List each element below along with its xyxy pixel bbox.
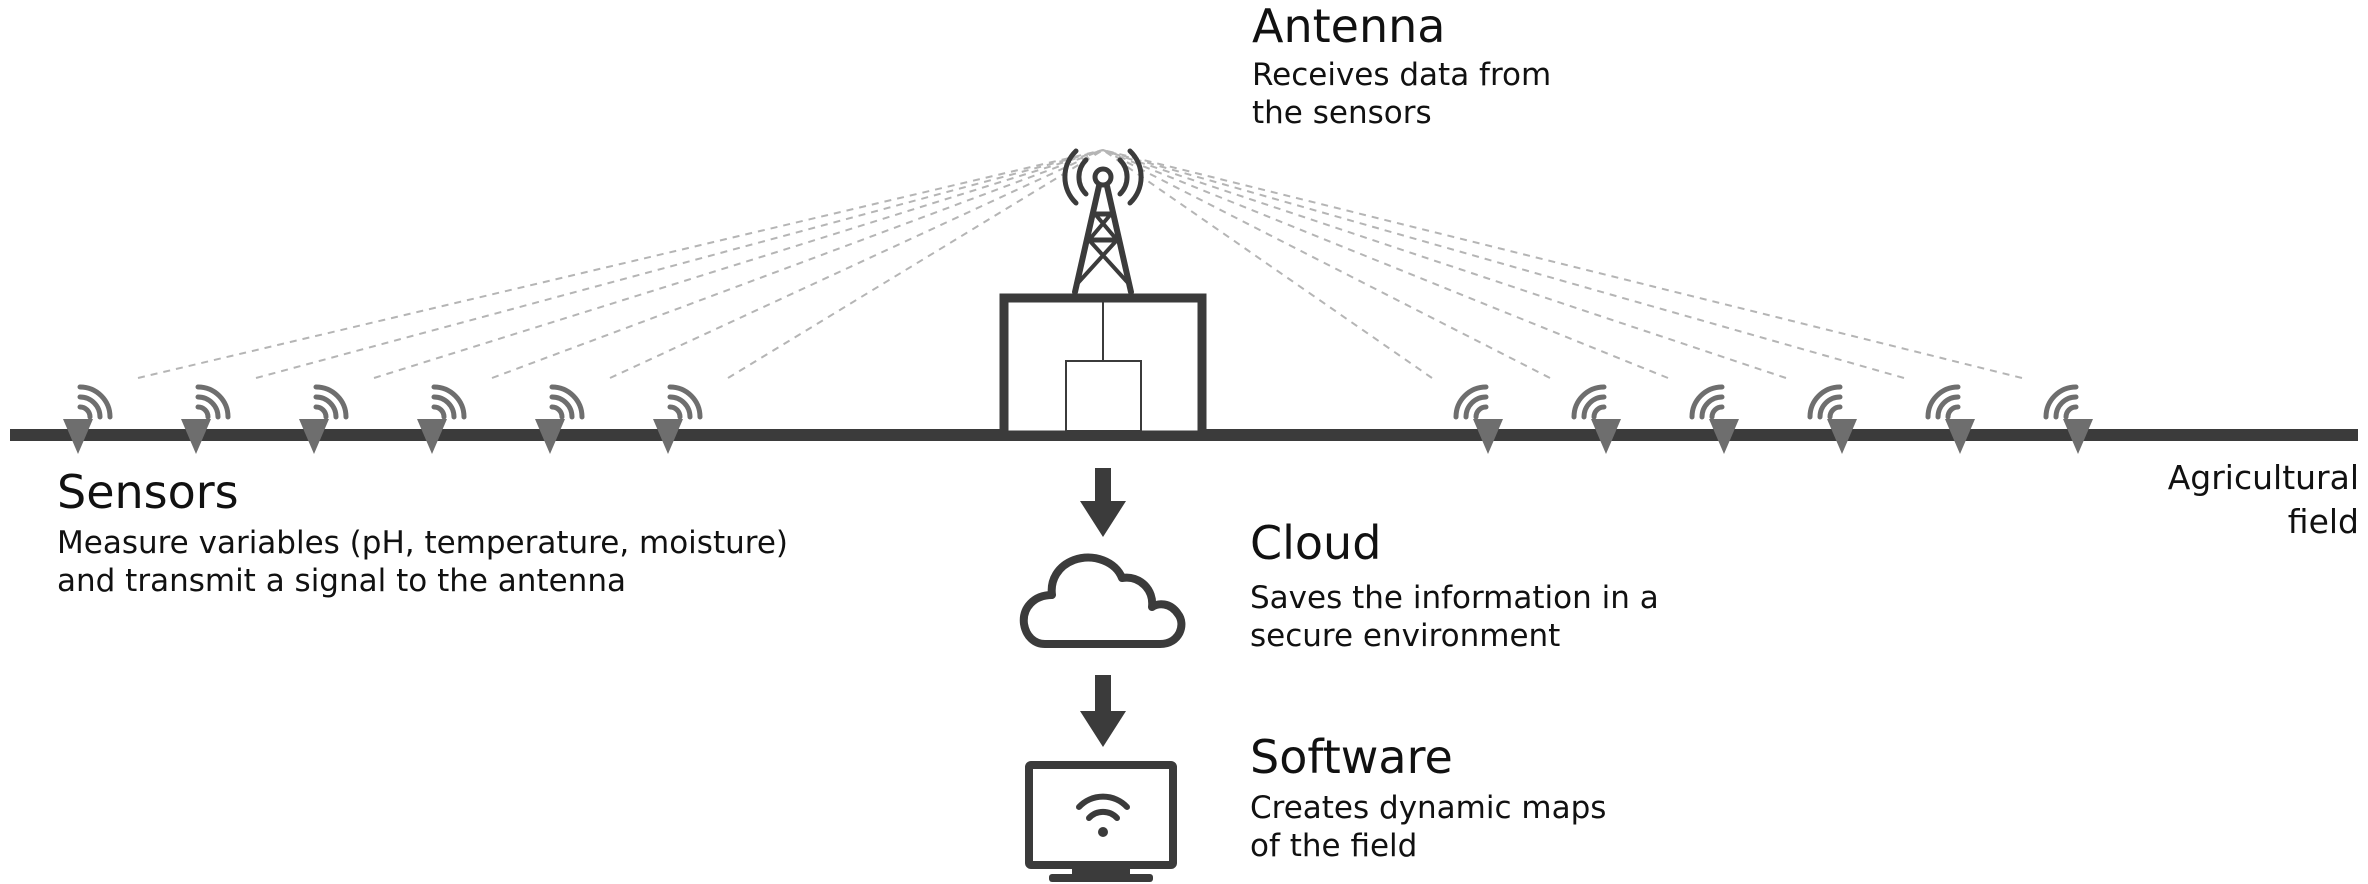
sensors-label-block: Sensors Measure variables (pH, temperatu… bbox=[57, 466, 788, 600]
sensors-description-line: and transmit a signal to the antenna bbox=[57, 563, 626, 599]
wireless-signal-icon bbox=[313, 384, 349, 420]
software-label-block: Software Creates dynamic maps of the fie… bbox=[1250, 731, 1606, 865]
antenna-description: Receives data from the sensors bbox=[1252, 56, 1551, 132]
field-label-line: Agricultural bbox=[2167, 458, 2359, 497]
field-label-line: field bbox=[2287, 502, 2359, 541]
signal-line bbox=[137, 149, 1104, 379]
antenna-label-block: Antenna Receives data from the sensors bbox=[1252, 0, 1551, 132]
sensor-icon bbox=[653, 384, 703, 454]
cloud-title: Cloud bbox=[1250, 516, 1382, 570]
wireless-signal-icon bbox=[549, 384, 585, 420]
wireless-signal-icon bbox=[2043, 384, 2079, 420]
software-title: Software bbox=[1250, 730, 1453, 784]
sensor-icon bbox=[1571, 384, 1621, 454]
sensor-icon bbox=[181, 384, 231, 454]
wireless-signal-icon bbox=[77, 384, 113, 420]
wireless-signal-icon bbox=[431, 384, 467, 420]
sensor-icon bbox=[2043, 384, 2093, 454]
arrow-down-icon bbox=[1080, 468, 1126, 537]
wireless-signal-icon bbox=[195, 384, 231, 420]
signal-lines bbox=[137, 149, 2023, 379]
sensor-icon bbox=[63, 384, 113, 454]
signal-line bbox=[1102, 149, 1433, 379]
radio-tower-icon bbox=[1062, 148, 1144, 295]
sensor-group bbox=[63, 384, 2093, 454]
sensor-icon bbox=[1689, 384, 1739, 454]
cloud-description-line: Saves the information in a bbox=[1250, 580, 1659, 616]
arrow-down-icon bbox=[1080, 675, 1126, 747]
signal-line bbox=[255, 149, 1104, 379]
software-description-line: of the field bbox=[1250, 828, 1418, 864]
sensor-icon bbox=[1807, 384, 1857, 454]
sensors-description: Measure variables (pH, temperature, mois… bbox=[57, 524, 788, 600]
sensor-icon bbox=[299, 384, 349, 454]
sensor-icon bbox=[1453, 384, 1503, 454]
monitor-wifi-icon bbox=[1025, 761, 1177, 882]
signal-line bbox=[1102, 149, 1669, 379]
cloud-description: Saves the information in a secure enviro… bbox=[1250, 579, 1659, 655]
antenna-description-line: the sensors bbox=[1252, 95, 1432, 131]
antenna-description-line: Receives data from bbox=[1252, 57, 1552, 93]
signal-line bbox=[373, 149, 1104, 379]
field-label: Agricultural field bbox=[2168, 456, 2359, 544]
software-description-line: Creates dynamic maps bbox=[1250, 790, 1607, 826]
signal-line bbox=[1102, 149, 1905, 379]
sensor-icon bbox=[1925, 384, 1975, 454]
wireless-signal-icon bbox=[1807, 384, 1843, 420]
wireless-signal-icon bbox=[1571, 384, 1607, 420]
cloud-description-line: secure environment bbox=[1250, 618, 1561, 654]
signal-line bbox=[1102, 149, 2023, 379]
sensor-icon bbox=[535, 384, 585, 454]
wireless-signal-icon bbox=[1925, 384, 1961, 420]
sensor-icon bbox=[417, 384, 467, 454]
sensors-description-line: Measure variables (pH, temperature, mois… bbox=[57, 525, 788, 561]
signal-line bbox=[491, 149, 1104, 379]
signal-line bbox=[1102, 149, 1787, 379]
cloud-label-block: Cloud Saves the information in a secure … bbox=[1250, 517, 1659, 655]
wireless-signal-icon bbox=[1453, 384, 1489, 420]
software-description: Creates dynamic maps of the field bbox=[1250, 789, 1606, 865]
antenna-title: Antenna bbox=[1252, 0, 1446, 53]
building-icon bbox=[999, 293, 1207, 440]
cloud-icon bbox=[1019, 553, 1186, 648]
signal-line bbox=[1102, 149, 1551, 379]
wireless-signal-icon bbox=[1689, 384, 1725, 420]
signal-line bbox=[727, 149, 1104, 379]
wireless-signal-icon bbox=[667, 384, 703, 420]
sensors-title: Sensors bbox=[57, 465, 239, 519]
